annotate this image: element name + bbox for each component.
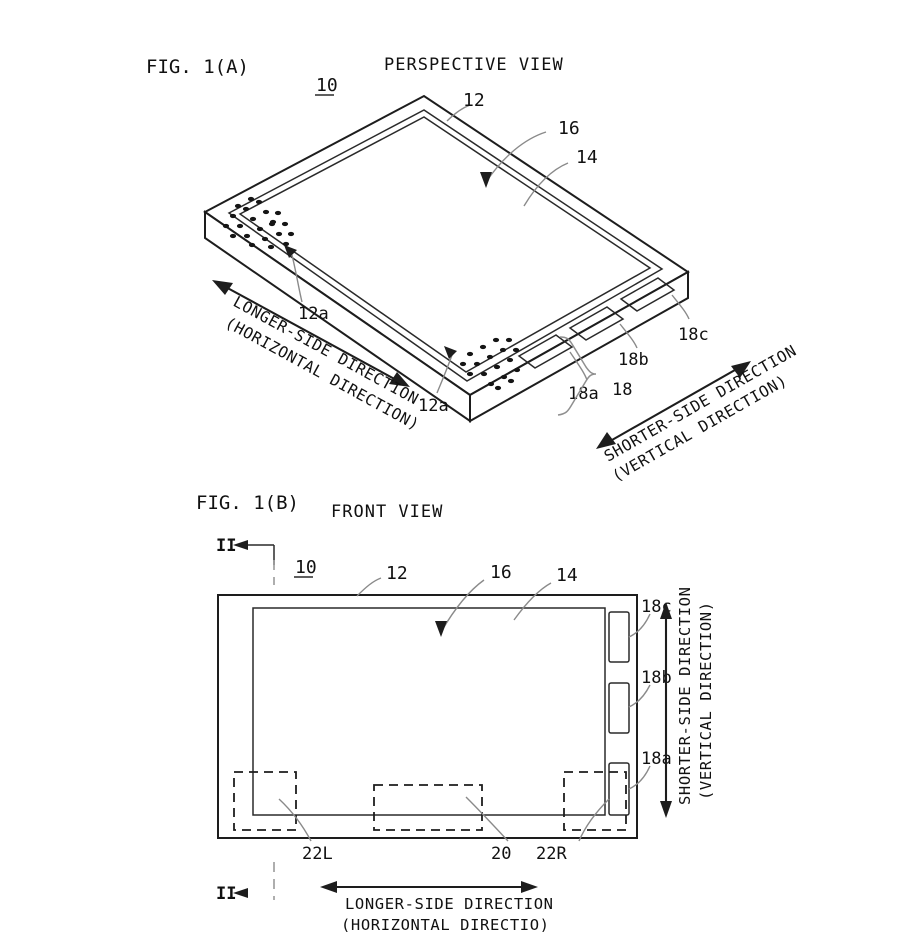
- front-dim-shorter-line1: SHORTER-SIDE DIRECTION: [676, 587, 694, 806]
- front-dashed-regions: [233, 771, 627, 831]
- perspective-buttons-group: [517, 277, 676, 369]
- perspective-button-group-brace: 18: [557, 336, 632, 416]
- front-ref-12: 12: [386, 563, 408, 584]
- front-ref-16: 16: [490, 562, 512, 583]
- perspective-ref-12a-left: 12a: [298, 304, 329, 324]
- perspective-ref-leaders-top: 12 16 14: [446, 90, 598, 207]
- perspective-ref-12: 12: [463, 90, 485, 111]
- front-dim-longer-side: LONGER-SIDE DIRECTION (HORIZONTAL DIRECT…: [320, 881, 554, 934]
- front-ref-leaders-top: 12 16 14: [356, 562, 578, 637]
- front-dim-longer-line1: LONGER-SIDE DIRECTION: [345, 895, 554, 913]
- front-region-20: [373, 784, 483, 831]
- section-marker-bottom: II: [216, 862, 275, 904]
- fig-1b-label: FIG. 1(B): [196, 492, 299, 514]
- front-region-22L: [233, 771, 297, 831]
- front-ref-22L: 22L: [302, 844, 333, 864]
- perspective-ref-14: 14: [576, 147, 598, 168]
- section-label-top: II: [216, 536, 236, 556]
- perspective-ref-18: 18: [612, 380, 632, 400]
- perspective-ref-12a-right: 12a: [418, 396, 449, 416]
- speaker-grille-left-perspective: 12a: [222, 196, 329, 324]
- svg-text:10: 10: [295, 557, 317, 578]
- section-label-bottom: II: [216, 884, 236, 904]
- figure-1b-group: FIG. 1(B) FRONT VIEW II 10 18c: [196, 492, 715, 934]
- perspective-ref-16: 16: [558, 118, 580, 139]
- fig-1a-label: FIG. 1(A): [146, 56, 249, 78]
- perspective-view-title: PERSPECTIVE VIEW: [384, 55, 564, 75]
- front-view-title: FRONT VIEW: [331, 502, 443, 522]
- front-ref-18b: 18b: [641, 668, 672, 688]
- front-button-18b: [608, 682, 630, 734]
- front-ref-14: 14: [556, 565, 578, 586]
- perspective-ref-18b: 18b: [618, 350, 649, 370]
- front-screen-outline: [252, 607, 606, 816]
- front-region-22R: [563, 771, 627, 831]
- front-region-leaders: 22L 20 22R: [278, 796, 610, 864]
- front-dim-longer-line2: (HORIZONTAL DIRECTIO): [341, 916, 550, 934]
- speaker-grille-right-perspective: 12a: [418, 337, 521, 416]
- front-ref-18a: 18a: [641, 749, 672, 769]
- perspective-ref-10: 10: [315, 75, 338, 96]
- perspective-ref-18a: 18a: [568, 384, 599, 404]
- section-marker-top: II: [216, 536, 275, 585]
- front-dim-shorter-side: SHORTER-SIDE DIRECTION (VERTICAL DIRECTI…: [660, 587, 715, 818]
- perspective-ref-18c: 18c: [678, 325, 709, 345]
- front-housing-outline: [217, 594, 638, 839]
- front-dim-shorter-line2: (VERTICAL DIRECTION): [697, 601, 715, 800]
- front-ref-22R: 22R: [536, 844, 567, 864]
- front-ref-10: 10: [294, 557, 317, 578]
- svg-text:10: 10: [316, 75, 338, 96]
- front-ref-20: 20: [491, 844, 511, 864]
